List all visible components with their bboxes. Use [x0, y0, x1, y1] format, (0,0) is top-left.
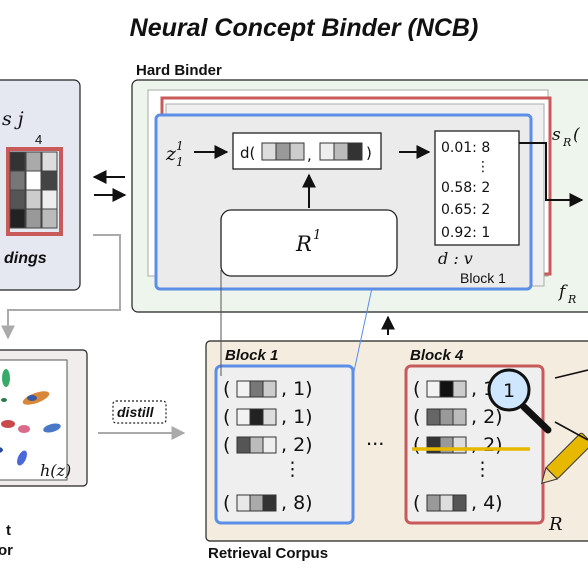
- blocks-ellipsis: ...: [366, 425, 384, 450]
- entry-value: , 4): [471, 492, 503, 514]
- entry-cell: [426, 494, 441, 512]
- embedding-scatter: [0, 359, 68, 481]
- entry-cell: [452, 408, 467, 426]
- entry-cell: [236, 494, 251, 512]
- entry-cell: [236, 408, 251, 426]
- block-1-title: Block 1: [225, 347, 278, 364]
- entry-cell: [439, 408, 454, 426]
- embeddings-partial-label: s j: [2, 108, 24, 130]
- entry-open-paren: (: [413, 492, 420, 514]
- hard-binder: Hard Binder z 1 1 d( , ) R 1: [131, 62, 588, 313]
- h-z-label: h(z): [40, 461, 71, 480]
- embeddings-index-label: 4: [35, 132, 42, 147]
- scatter-blobs: [0, 369, 61, 466]
- pencil-icon: [541, 432, 588, 484]
- entry-cell: [439, 494, 454, 512]
- edit-arrow: [554, 369, 588, 379]
- entry-open-paren: (: [223, 406, 230, 428]
- svg-text:): ): [366, 144, 372, 162]
- input-z-label: z: [165, 143, 177, 165]
- entry-value: , 8): [281, 492, 313, 514]
- diagram-title: Neural Concept Binder (NCB): [130, 14, 479, 42]
- entry-cell: [452, 494, 467, 512]
- block-4-title: Block 4: [410, 347, 464, 364]
- corpus-entry: ( , 8): [223, 492, 313, 514]
- arrow-embeddings-to-soft: [1, 234, 121, 340]
- corpus-entry: ( , 1): [223, 378, 313, 400]
- edit-arrow-2: [554, 421, 588, 441]
- corpus-entry: ( , 4): [413, 492, 503, 514]
- entry-open-paren: (: [223, 434, 230, 456]
- embeddings-caption: dings: [4, 250, 47, 267]
- entry-cell: [236, 436, 251, 454]
- soft-panel-caption-2: or: [0, 542, 13, 559]
- entry-open-paren: (: [413, 378, 420, 400]
- s-r-suffix: (: [573, 125, 580, 145]
- retrieval-set-label: R: [295, 232, 312, 256]
- entry-value: , 2): [471, 406, 503, 428]
- distance-box: d( , ): [232, 132, 382, 170]
- soft-panel-caption-1: t: [6, 522, 11, 539]
- input-z-sup: 1: [176, 139, 184, 153]
- entry-cell: [249, 408, 264, 426]
- entry-cell: [426, 408, 441, 426]
- corpus-entry: ( , 1): [223, 406, 313, 428]
- entry-cell: [262, 436, 277, 454]
- arrow-results-to-output: [519, 142, 584, 207]
- f-r-label: f: [557, 282, 568, 302]
- result-row: 0.58: 2: [441, 180, 490, 196]
- retrieval-set-box: [220, 209, 398, 277]
- svg-text:,: ,: [307, 146, 312, 164]
- embeddings-panel: s j 4 dings: [0, 79, 81, 291]
- hard-binder-label: Hard Binder: [136, 62, 222, 79]
- corpus-entry: ( , 2): [413, 406, 503, 428]
- entry-open-paren: (: [413, 434, 420, 456]
- magnifier-icon: [487, 368, 552, 434]
- s-r-sub: R: [562, 136, 571, 149]
- entry-cell: [452, 380, 467, 398]
- embedding-grid: [6, 147, 63, 236]
- dv-label: d : v: [438, 249, 473, 268]
- hard-binder-block-label: Block 1: [460, 270, 506, 286]
- soft-binder-panel: h(z) t or: [0, 349, 88, 559]
- input-z-sub: 1: [176, 155, 184, 169]
- entry-open-paren: (: [223, 492, 230, 514]
- entry-value: , 2): [471, 434, 503, 456]
- result-row: ⋮: [476, 159, 490, 175]
- retrieval-corpus: Retrieval Corpus Block 1 Block 4 ... R (…: [205, 340, 588, 562]
- entry-value: , 2): [281, 434, 313, 456]
- entry-value: , 1): [281, 406, 313, 428]
- corpus-block-1: [214, 364, 355, 525]
- highlight-value: 1: [503, 380, 515, 402]
- entry-cell: [426, 380, 441, 398]
- block-link-right: [352, 287, 373, 377]
- entry-cell: [262, 408, 277, 426]
- entry-vdots: ⋮: [473, 458, 492, 480]
- entry-cell: [249, 380, 264, 398]
- entry-open-paren: (: [413, 406, 420, 428]
- corpus-symbol: R: [548, 514, 563, 535]
- result-row: 0.01: 8: [441, 140, 490, 156]
- entry-cell: [262, 494, 277, 512]
- s-r-label: s: [552, 125, 561, 145]
- entry-cell: [249, 494, 264, 512]
- distance-results: 0.01: 8 ⋮ 0.58: 2 0.65: 2 0.92: 1: [434, 130, 520, 246]
- retrieval-corpus-label: Retrieval Corpus: [208, 545, 328, 562]
- result-row: 0.65: 2: [441, 202, 490, 218]
- svg-text:d(: d(: [240, 144, 255, 162]
- result-row: 0.92: 1: [441, 225, 490, 241]
- entry-cell: [236, 380, 251, 398]
- entry-cell: [262, 380, 277, 398]
- entry-vdots: ⋮: [283, 458, 302, 480]
- entry-cell: [439, 380, 454, 398]
- entry-value: , 1): [281, 378, 313, 400]
- entry-cell: [249, 436, 264, 454]
- entry-open-paren: (: [223, 378, 230, 400]
- f-r-sub: R: [567, 293, 576, 306]
- retrieval-set-sup: 1: [313, 228, 321, 243]
- distill-label: distill: [117, 404, 155, 420]
- distill-box: [112, 400, 167, 424]
- corpus-entry: ( , 2)⋮: [223, 434, 313, 480]
